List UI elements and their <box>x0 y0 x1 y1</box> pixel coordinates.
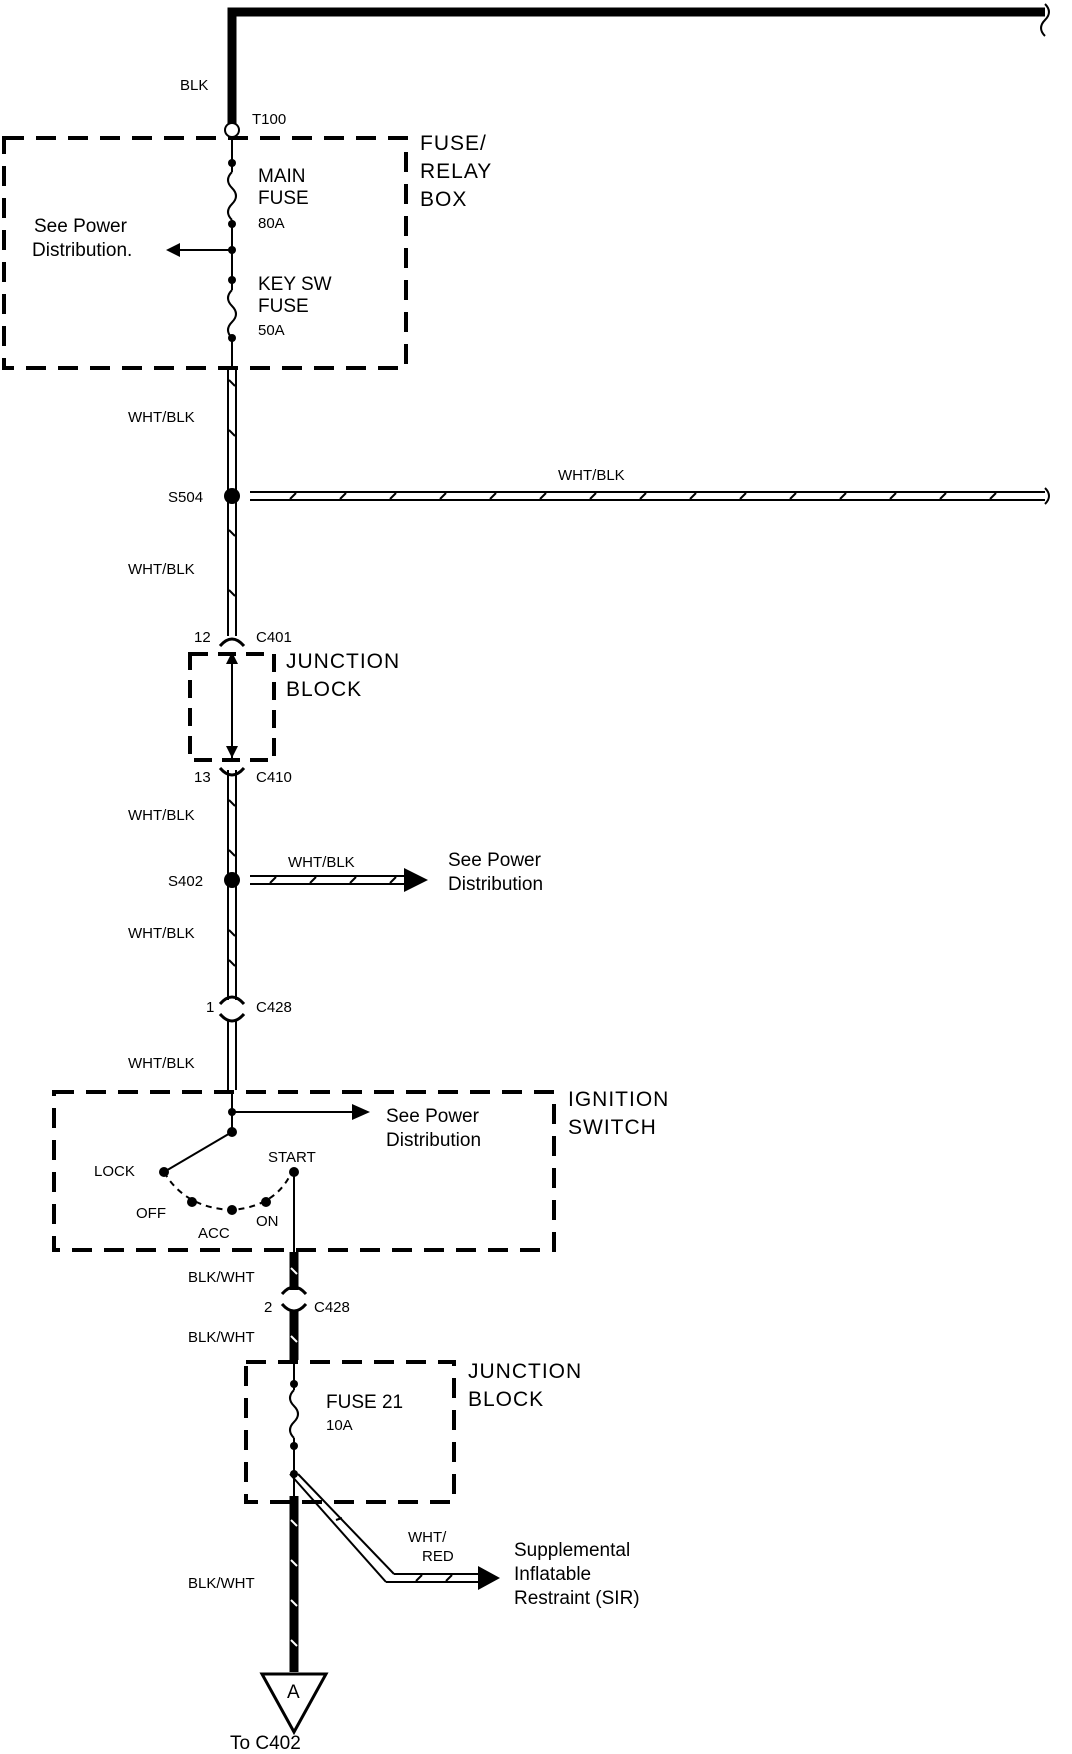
connector-c410-icon <box>218 766 246 777</box>
wire-label-sir-2: RED <box>422 1548 454 1565</box>
junction-block-1-title-2: BLOCK <box>286 678 362 701</box>
wire-label-blk-wht-3: BLK/WHT <box>188 1575 255 1592</box>
main-fuse-label-1: MAIN <box>258 166 306 187</box>
fuse-relay-box-title-3: BOX <box>420 188 467 211</box>
wire-label-wht-blk-2: WHT/BLK <box>128 561 195 578</box>
fuse-21-rating: 10A <box>326 1417 353 1434</box>
ignition-switch-box <box>52 1090 556 1252</box>
break-mark-icon <box>1044 487 1050 505</box>
junction-block-2-title-2: BLOCK <box>468 1388 544 1411</box>
fuse-21-label: FUSE 21 <box>326 1392 403 1413</box>
break-mark-icon <box>1040 3 1050 37</box>
ignition-see-power-1: See Power <box>386 1106 480 1127</box>
wire-s504-branch <box>250 487 1050 505</box>
wire-blk-wht <box>289 1252 299 1672</box>
fuse-box-internal-wire <box>178 137 237 368</box>
connector-c410-pin: 13 <box>194 769 211 786</box>
ignition-see-power-2: Distribution <box>386 1130 481 1151</box>
terminal-t100-label: T100 <box>252 111 286 128</box>
splice-s504 <box>224 488 240 504</box>
key-sw-fuse-label-2: FUSE <box>258 296 309 317</box>
wire-label-wht-blk-1: WHT/BLK <box>128 409 195 426</box>
switch-pos-lock: LOCK <box>94 1163 135 1180</box>
connector-c401-pin: 12 <box>194 629 211 646</box>
wire-sir-branch <box>289 1473 478 1583</box>
arrow-right-icon <box>404 868 428 892</box>
wire-label-blk-wht-2: BLK/WHT <box>188 1329 255 1346</box>
fuse-relay-box-title-1: FUSE/ <box>420 132 487 155</box>
see-power-label-2: Distribution. <box>32 240 132 261</box>
connector-c428-pin-2: 2 <box>264 1299 272 1316</box>
switch-contacts <box>159 1108 299 1215</box>
connector-c428-icon <box>218 995 246 1023</box>
wire-label-s402-branch: WHT/BLK <box>288 854 355 871</box>
fuse-relay-box-title-2: RELAY <box>420 160 492 183</box>
wire-label-wht-blk-4: WHT/BLK <box>128 925 195 942</box>
arrow-right-icon <box>352 1104 370 1120</box>
offpage-connector-icon <box>259 1672 329 1736</box>
terminal-t100 <box>224 122 240 138</box>
wire-s402-branch <box>250 875 404 885</box>
wire-label-blk: BLK <box>180 77 208 94</box>
offpage-connector-label: A <box>287 1682 300 1703</box>
offpage-connector-to: To C402 <box>230 1733 301 1754</box>
junction-block-2 <box>244 1360 456 1504</box>
key-sw-fuse-icon <box>227 289 237 339</box>
main-fuse-icon <box>227 171 237 221</box>
s402-see-power-1: See Power <box>448 850 542 871</box>
ignition-switch-title-1: IGNITION <box>568 1088 669 1111</box>
junction-block-1-title-1: JUNCTION <box>286 650 400 673</box>
switch-pos-start: START <box>268 1149 316 1166</box>
connector-c428-pin-1: 1 <box>206 999 214 1016</box>
wire-blk-top <box>227 3 1050 124</box>
wire-label-sir-1: WHT/ <box>408 1529 447 1546</box>
sir-label-1: Supplemental <box>514 1540 630 1561</box>
connector-c401-label: C401 <box>256 629 292 646</box>
see-power-label-1: See Power <box>34 216 128 237</box>
wire-label-s504-branch: WHT/BLK <box>558 467 625 484</box>
main-fuse-rating: 80A <box>258 215 285 232</box>
main-fuse-label-2: FUSE <box>258 188 309 209</box>
wire-label-wht-blk-3: WHT/BLK <box>128 807 195 824</box>
splice-s402-label: S402 <box>168 873 203 890</box>
switch-pos-on: ON <box>256 1213 279 1230</box>
fuse-21-icon <box>289 1389 299 1439</box>
arrow-down-icon <box>226 746 238 758</box>
connector-c428-label-2: C428 <box>314 1299 350 1316</box>
arrow-up-icon <box>226 652 238 664</box>
connector-c401-icon <box>218 637 246 648</box>
fuse-relay-box <box>2 136 408 370</box>
connector-c428-label-1: C428 <box>256 999 292 1016</box>
switch-pos-off: OFF <box>136 1205 166 1222</box>
wire-label-blk-wht-1: BLK/WHT <box>188 1269 255 1286</box>
sir-label-2: Inflatable <box>514 1564 591 1585</box>
splice-s402 <box>224 872 240 888</box>
ignition-switch-title-2: SWITCH <box>568 1116 657 1139</box>
connector-c410-label: C410 <box>256 769 292 786</box>
key-sw-fuse-rating: 50A <box>258 322 285 339</box>
sir-label-3: Restraint (SIR) <box>514 1588 640 1609</box>
arrow-right-icon <box>478 1566 500 1590</box>
splice-s504-label: S504 <box>168 489 203 506</box>
switch-pos-acc: ACC <box>198 1225 230 1242</box>
key-sw-fuse-label-1: KEY SW <box>258 274 332 295</box>
wire-label-wht-blk-5: WHT/BLK <box>128 1055 195 1072</box>
s402-see-power-2: Distribution <box>448 874 543 895</box>
arrow-left-icon <box>166 243 180 257</box>
junction-block-2-title-1: JUNCTION <box>468 1360 582 1383</box>
connector-c428-b-icon <box>280 1285 308 1313</box>
